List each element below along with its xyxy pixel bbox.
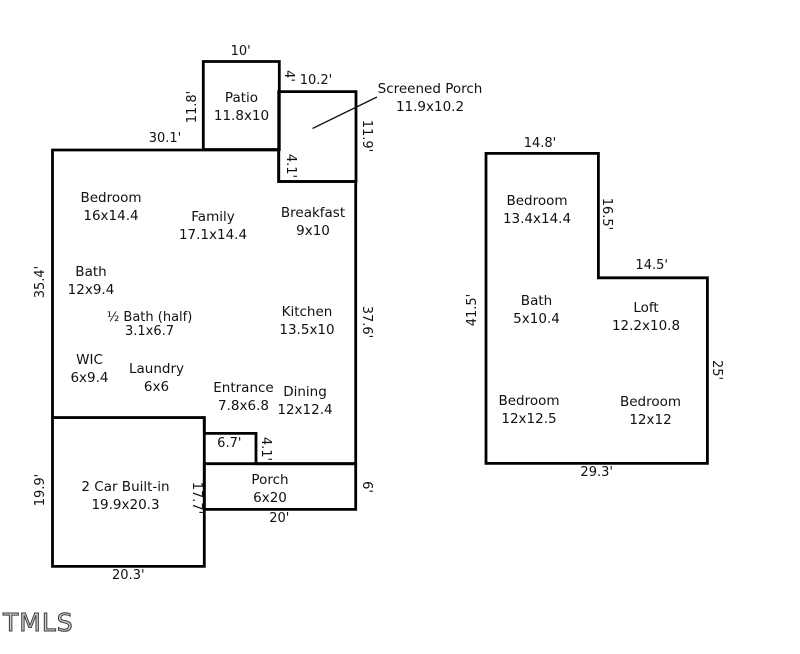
room-name: Entrance [213,380,274,396]
room-name: Bath [75,264,107,280]
dim-garage-left: 19.9' [32,473,48,507]
room-label-bedroom-2: Bedroom 13.4x14.4 [503,192,571,228]
dim-upper-bottom: 29.3' [580,465,613,480]
room-dims: 12x12 [629,412,672,428]
room-name: Loft [633,299,659,316]
dim-screened-porch-left: 4.1' [283,153,298,179]
room-dims: 19.9x20.3 [91,497,160,513]
room-dims: 12.2x10.8 [611,317,681,334]
dim-screened-porch-right: 11.9' [359,119,374,153]
room-label-bedroom-1: Bedroom 16x14.4 [80,189,141,225]
dim-upper-step-right: 16.5' [599,197,614,230]
room-name: Breakfast [280,204,346,221]
room-name: Bedroom [506,192,568,209]
room-dims: 6x20 [253,489,287,506]
rear-porch-outline [202,462,358,511]
room-name: Bedroom [619,394,682,410]
dim-patio-top: 10' [230,44,251,59]
room-label-laundry: Laundry 6x6 [129,360,184,396]
room-dims: 6x6 [143,378,170,395]
dim-patio-right-offset: 4' [281,69,297,82]
room-name: Porch [251,471,289,488]
room-dims: 11.9x10.2 [395,99,465,115]
room-label-bath-1: Bath 12x9.4 [68,263,115,299]
room-label-loft: Loft 12.2x10.8 [612,299,680,335]
room-dims: 16x14.4 [83,208,139,224]
room-dims: 12x12.5 [501,410,557,427]
room-name: Kitchen [281,304,333,320]
room-label-wic: WIC 6x9.4 [70,351,108,387]
dim-garage-bottom: 20.3' [112,568,145,583]
room-label-screened-porch: Screened Porch 11.9x10.2 [378,80,483,116]
room-name: Dining [283,383,327,400]
dim-upper-top: 14.8' [523,135,557,151]
room-label-kitchen: Kitchen 13.5x10 [279,303,334,339]
room-dims: 17.1x14.4 [178,227,248,243]
room-label-bedroom-3: Bedroom 12x12.5 [498,392,559,428]
room-name: 2 Car Built-in [81,479,170,495]
room-name: Patio [224,89,259,106]
room-label-breakfast: Breakfast 9x10 [281,204,345,240]
room-name: Screened Porch [377,81,483,97]
dim-screened-porch-top: 10.2' [299,72,333,88]
dim-rear-porch-right: 6' [359,480,374,493]
dim-main-right: 37.6' [358,305,374,339]
dim-entrance-notch-top: 6.7' [217,435,242,451]
dim-upper-left: 41.5' [465,293,481,326]
dim-entrance-notch-side: 4.1' [258,436,273,462]
dim-main-top: 30.1' [148,131,182,147]
room-dims: 13.4x14.4 [502,210,572,227]
room-label-family: Family 17.1x14.4 [179,208,247,244]
garage-outline [51,416,206,568]
room-label-bath-2: Bath 5x10.4 [513,292,560,328]
dim-upper-step-top: 14.5' [635,257,668,273]
room-name: Bath [520,293,553,309]
room-name: WIC [76,352,103,368]
room-name: Laundry [128,360,185,377]
tmls-watermark: TMLS [3,608,74,638]
room-name: Bedroom [498,392,560,409]
dim-upper-right: 25' [709,359,724,380]
room-label-bedroom-4: Bedroom 12x12 [620,393,681,429]
room-label-half-bath: ½ Bath (half) 3.1x6.7 [106,309,193,339]
dim-main-left: 35.4' [32,265,48,299]
dim-garage-right: 17.7' [189,481,204,514]
room-label-garage: 2 Car Built-in 19.9x20.3 [81,478,169,514]
dim-rear-porch-bottom: 20' [269,510,290,526]
room-dims: 7.8x6.8 [218,398,269,414]
dim-patio-left: 11.8' [184,90,200,124]
room-label-rear-porch: Porch 6x20 [251,471,288,507]
room-dims: 6x9.4 [70,370,109,386]
room-dims: 3.1x6.7 [124,323,175,339]
room-name: Bedroom [80,190,142,206]
callout-leader-line [312,96,378,130]
room-name: Family [191,209,235,225]
room-label-entrance: Entrance 7.8x6.8 [213,379,274,415]
room-name: ½ Bath (half) [106,309,193,325]
room-dims: 13.5x10 [279,322,335,338]
room-dims: 5x10.4 [513,311,560,327]
room-dims: 11.8x10 [213,107,270,124]
room-dims: 12x12.4 [277,401,333,418]
room-dims: 12x9.4 [67,282,115,298]
room-label-dining: Dining 12x12.4 [277,383,332,419]
second-floor-outline [484,152,709,465]
room-label-patio: Patio 11.8x10 [214,89,269,125]
room-dims: 9x10 [296,222,330,239]
